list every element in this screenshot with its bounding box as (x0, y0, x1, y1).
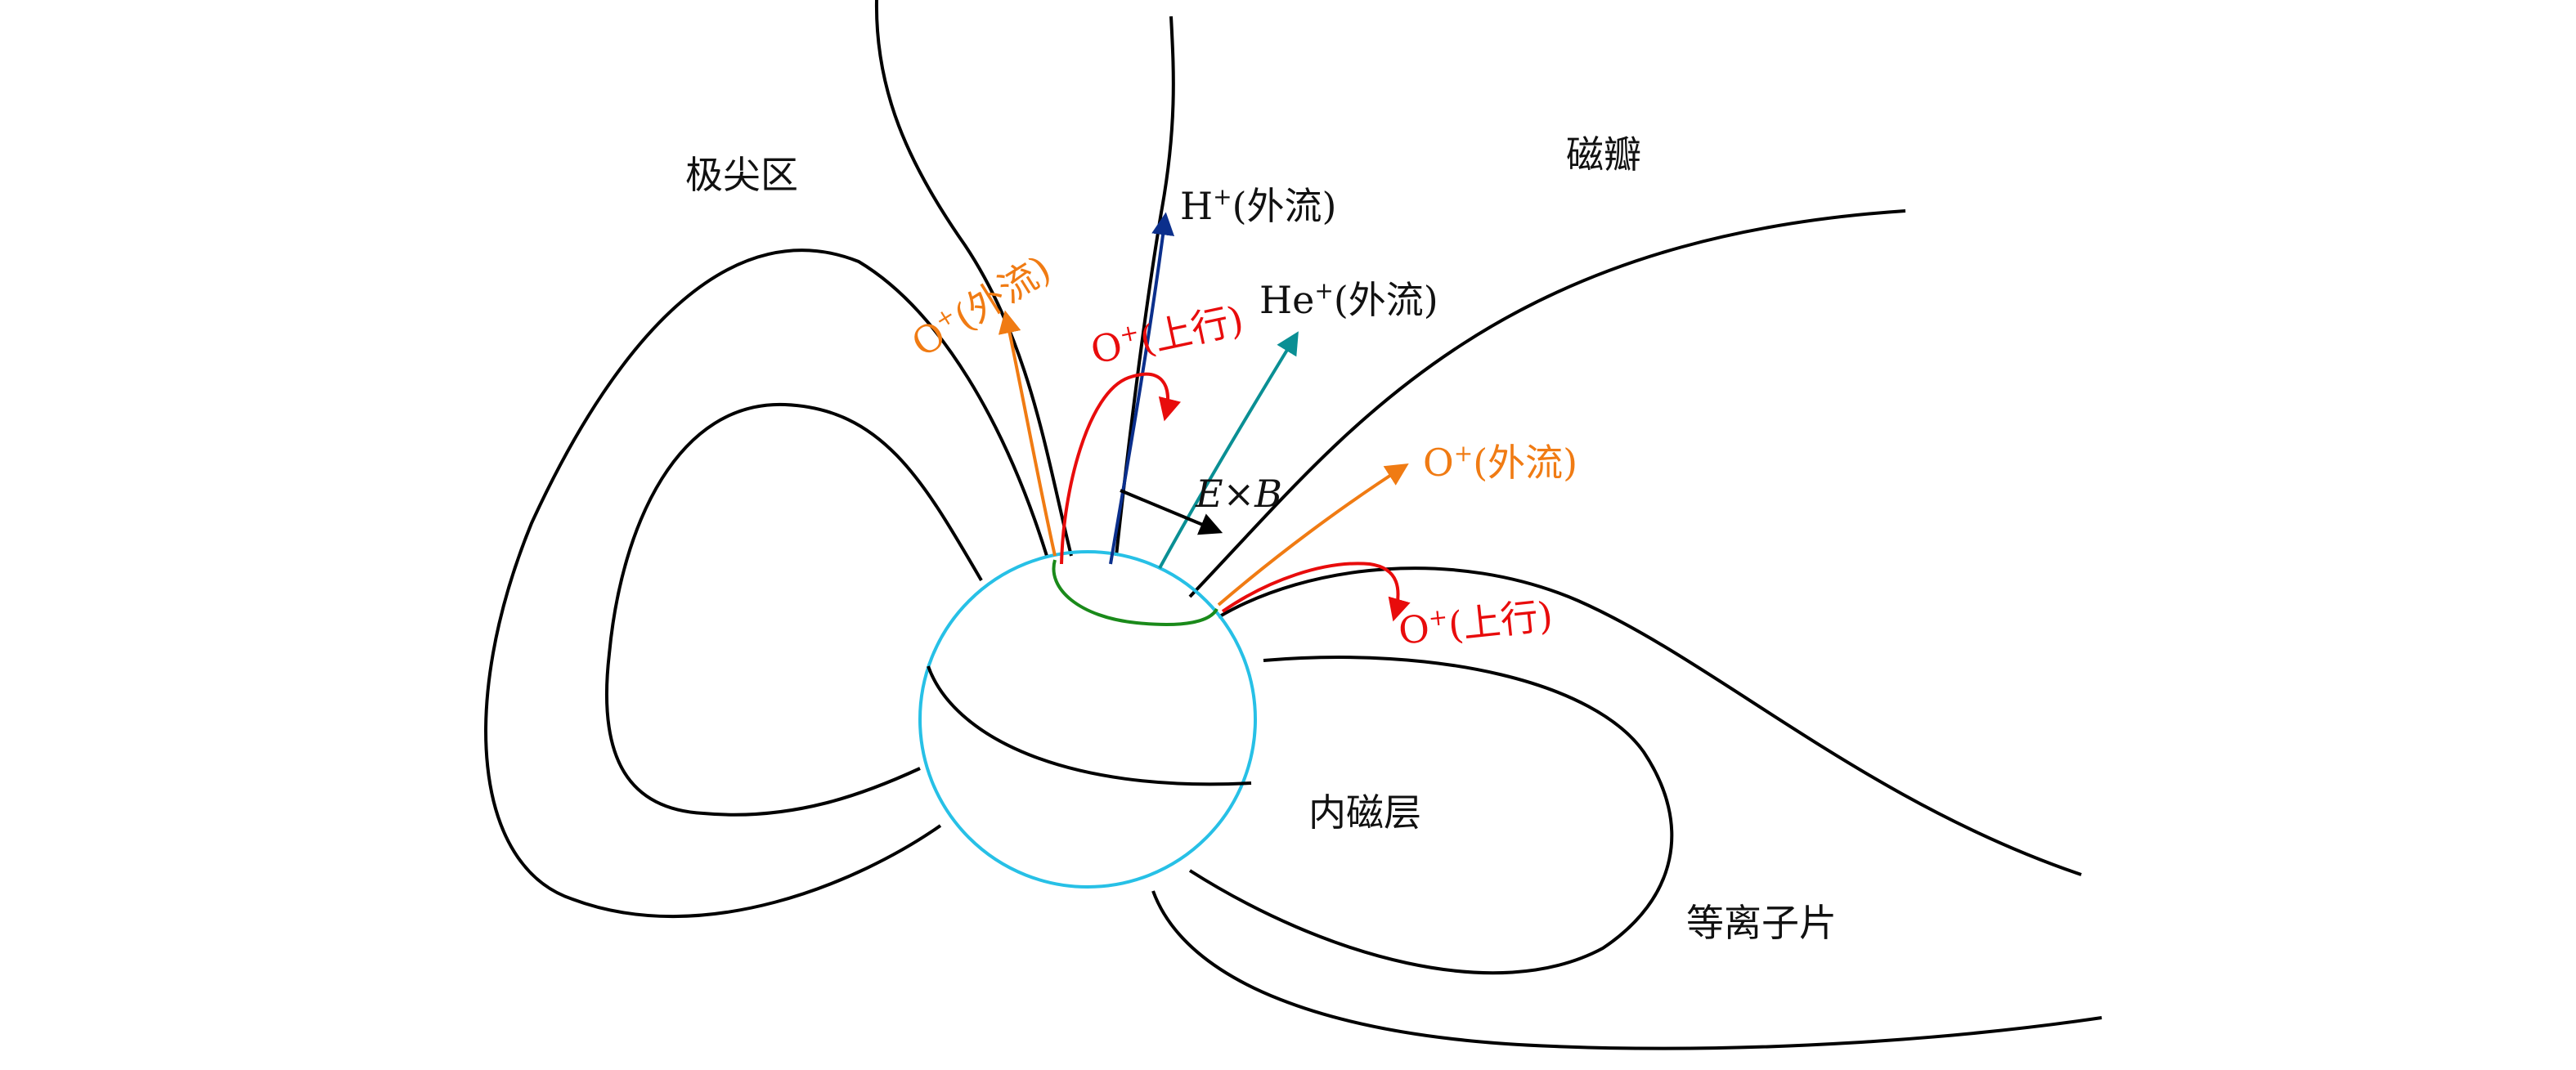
exb-label: E×B (1195, 472, 1282, 516)
tail-bottom-field-line (1151, 890, 2103, 1050)
plasma-sheet-label: 等离子片 (1686, 901, 1837, 945)
earth (918, 550, 1257, 889)
nightside-closed-field-line (1188, 656, 1674, 975)
auroral-oval (1052, 559, 1218, 626)
he-outflow-arrow (1158, 331, 1299, 569)
he-outflow-label: He+(外流) (1259, 277, 1438, 322)
magnetopause-label: 磁瓣 (1566, 132, 1641, 177)
cusp-label: 极尖区 (685, 153, 798, 197)
field-lines (484, 0, 2103, 1050)
lobe-field-line (1188, 209, 1906, 598)
h-outflow-arrow (1109, 212, 1175, 565)
earth-latitude-line (927, 665, 1252, 786)
o-outflow-right-arrow (1217, 463, 1409, 607)
o-upward-top-label: O+(上行) (1087, 297, 1247, 373)
o-upward-top-arrow (1060, 372, 1182, 565)
o-upward-right-arrow (1221, 562, 1411, 622)
dayside-inner-field-line (605, 402, 983, 817)
inner-magnetosphere-label: 内磁层 (1308, 790, 1421, 835)
o-upward-right-label: O+(上行) (1396, 592, 1555, 652)
nightside-outer-field-line (1217, 566, 2082, 876)
earth-circle (918, 550, 1257, 889)
cusp-left-field-line (874, 0, 1073, 557)
h-outflow-label: H+(外流) (1180, 183, 1337, 228)
o-outflow-left-label: O+(外流) (904, 245, 1059, 365)
exb-drift-arrow (1120, 489, 1223, 535)
o-outflow-left-arrow (998, 310, 1057, 557)
dayside-outer-field-line (484, 248, 1048, 919)
o-outflow-right-label: O+(外流) (1423, 440, 1577, 485)
ion-trajectories (998, 212, 1411, 622)
